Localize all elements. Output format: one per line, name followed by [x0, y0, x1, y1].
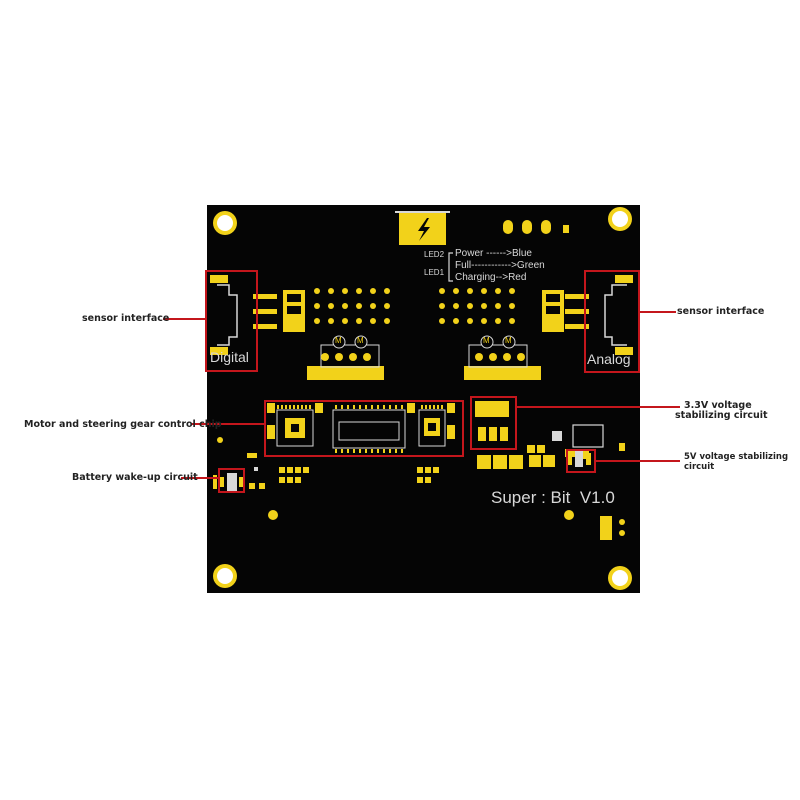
regulator-5v [477, 424, 625, 469]
callout-sensor-left: sensor interface [82, 313, 170, 324]
callout-5v-line1: 5V voltage stabilizing [684, 452, 789, 462]
servo-pin-grid-left [314, 288, 390, 324]
callout-battery: Battery wake-up circuit [72, 472, 198, 483]
highlight-motor-chip [264, 400, 464, 457]
servo-pin-grid-right [439, 288, 515, 324]
led1-label: LED1 [424, 268, 445, 277]
led2-label: LED2 [424, 250, 445, 259]
digital-label: Digital [210, 349, 249, 365]
led-power-legend: Power ------>Blue [455, 248, 532, 259]
digital-sensor-connector [210, 275, 305, 355]
leader-sensor-left [163, 318, 205, 320]
led-charging-legend: Charging-->Red [455, 272, 527, 283]
top-pads [503, 220, 569, 234]
leader-battery [181, 477, 218, 479]
led-full-legend: Full------------>Green [455, 260, 545, 271]
highlight-sensor-right [584, 270, 640, 373]
analog-label: Analog [587, 351, 631, 367]
callout-motor-chip: Motor and steering gear control chip [24, 419, 222, 430]
chip-pins [277, 405, 443, 453]
motor-label-3: M [483, 336, 490, 345]
motor-connector-left [307, 335, 384, 380]
highlight-sensor-left [205, 270, 258, 372]
motor-label-2: M [357, 336, 364, 345]
pcb-artwork [210, 205, 633, 590]
smd-components [217, 403, 574, 520]
highlight-battery-wake [218, 468, 245, 493]
battery-wake-circuit-parts [213, 467, 265, 491]
leader-sensor-right [640, 311, 676, 313]
highlight-3v3 [470, 396, 517, 450]
leader-3v3 [517, 406, 680, 408]
analog-sensor-connector [542, 275, 633, 355]
callout-3v3-line2: stabilizing circuit [675, 410, 768, 421]
highlight-5v [566, 449, 596, 473]
regulator-3v3 [475, 401, 509, 441]
leader-motor-chip [192, 423, 264, 425]
motor-label-4: M [505, 336, 512, 345]
motor-connector-right [464, 335, 541, 380]
pcb-board: LED2 LED1 Power ------>Blue Full--------… [207, 205, 640, 593]
motor-driver-chips [276, 409, 446, 449]
callout-3v3-line1: 3.3V voltage [684, 400, 752, 411]
motor-label-1: M [335, 336, 342, 345]
board-title: Super : Bit V1.0 [491, 488, 615, 507]
bottom-right-parts [600, 516, 625, 540]
callout-5v-line2: circuit [684, 462, 715, 472]
lightning-bolt-icon [418, 218, 430, 241]
leader-5v [596, 460, 680, 462]
battery-connector [395, 205, 450, 245]
mounting-holes [213, 207, 632, 590]
callout-sensor-right: sensor interface [677, 306, 765, 317]
